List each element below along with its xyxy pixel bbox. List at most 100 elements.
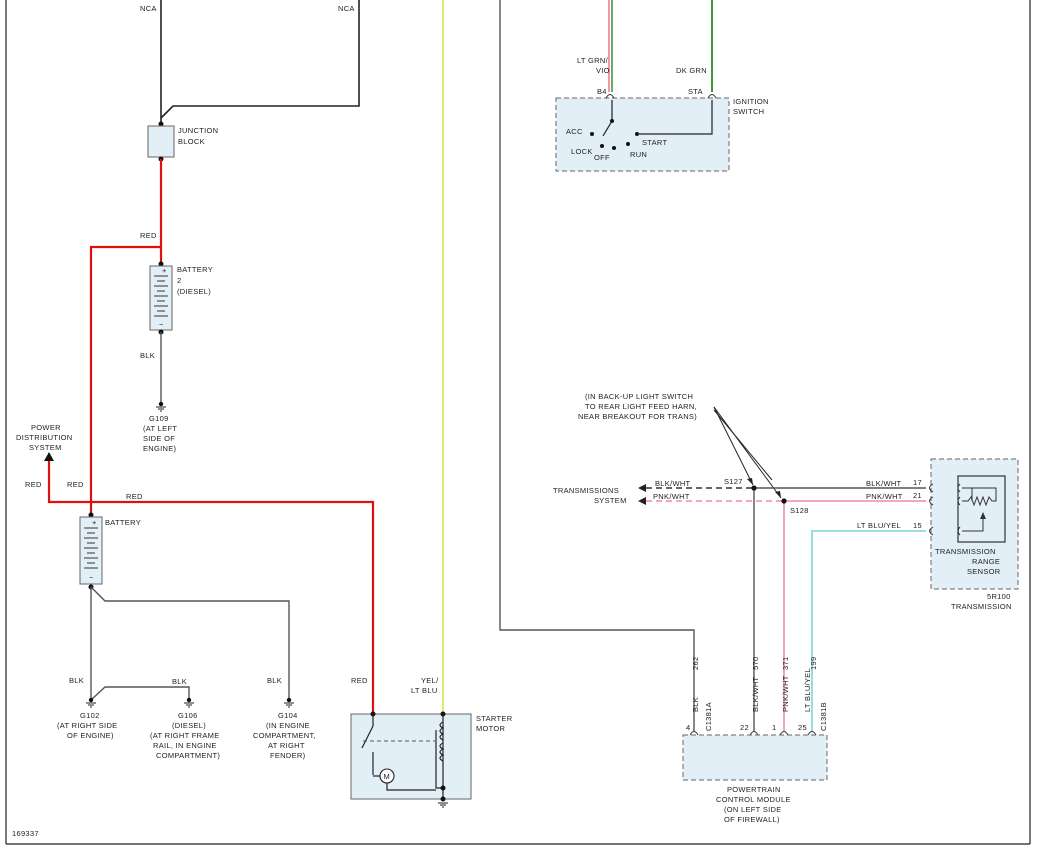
nca-right-label: NCA — [338, 4, 355, 13]
blk-wire-262 — [499, 0, 695, 731]
starter-motor — [350, 713, 472, 800]
g109-label-4: ENGINE) — [143, 444, 177, 453]
battery2-label-1: BATTERY — [177, 265, 213, 274]
circuit-262-label: 262 — [691, 657, 700, 670]
g104-label-3: COMPARTMENT, — [253, 731, 316, 740]
transmission-range-sensor — [957, 475, 1006, 543]
battery2-label-2: 2 — [177, 276, 181, 285]
blk-g104-label: BLK — [267, 676, 282, 685]
nca-wires — [158, 0, 360, 127]
g104-ground-icon — [284, 697, 294, 708]
g109-ground-icon — [156, 401, 166, 412]
v-c1381b-label: C1381B — [819, 702, 828, 731]
trs-label-3: SENSOR — [967, 567, 1001, 576]
g109-label-2: (AT LEFT — [143, 424, 177, 433]
pds-label-3: SYSTEM — [29, 443, 62, 452]
s128-label: S128 — [790, 506, 809, 515]
v-blkwht-label: BLK/WHT — [751, 676, 760, 712]
diagram-frame — [5, 0, 1031, 845]
note-label-2: TO REAR LIGHT FEED HARN, — [585, 402, 697, 411]
battery-icon: + − — [79, 516, 103, 585]
pin1-label: 1 — [772, 723, 776, 732]
g104-label-1: G104 — [278, 711, 298, 720]
g104-label-4: AT RIGHT — [268, 741, 305, 750]
connector-icon — [605, 94, 717, 99]
starter-label-2: MOTOR — [476, 724, 506, 733]
yel-ltblu-label-2: LT BLU — [411, 686, 438, 695]
g106-label-2: (DIESEL) — [172, 721, 206, 730]
svg-text:−: − — [159, 320, 164, 329]
motor-m-label: M — [384, 772, 391, 781]
circuit-570-label: 570 — [751, 657, 760, 670]
ltgrn-vio-label-2: VIO — [596, 66, 610, 75]
red-b-label: RED — [67, 480, 84, 489]
battery2-label-3: (DIESEL) — [177, 287, 211, 296]
g104-label-5: FENDER) — [270, 751, 306, 760]
lock-label: LOCK — [571, 147, 593, 156]
ltgrn-vio-label-1: LT GRN/ — [577, 56, 609, 65]
note-label-3: NEAR BREAKOUT FOR TRANS) — [578, 412, 697, 421]
pcm-label-2: CONTROL MODULE — [716, 795, 791, 804]
red-wire-battery2-battery — [89, 245, 161, 515]
pin22-label: 22 — [740, 723, 749, 732]
svg-text:−: − — [89, 573, 94, 582]
trans-sys-label-2: SYSTEM — [594, 496, 627, 505]
v-pnkwht-label: PNK/WHT — [781, 675, 790, 712]
pcm-label-3: (ON LEFT SIDE — [724, 805, 782, 814]
g109-label-1: G109 — [149, 414, 169, 423]
pin4-label: 4 — [686, 723, 690, 732]
pcm-label-4: OF FIREWALL) — [724, 815, 780, 824]
relay-coil-icon — [361, 714, 445, 799]
arrow-left-icon — [638, 484, 646, 505]
motor-icon: M — [373, 768, 436, 791]
trans-sys-label-1: TRANSMISSIONS — [553, 486, 619, 495]
red-wire-label-1: RED — [140, 231, 157, 240]
v-blk-label: BLK — [691, 697, 700, 712]
v-c1381a-label: C1381A — [704, 702, 713, 731]
red-wire-battery-starter — [91, 500, 375, 714]
pin21-label: 21 — [913, 491, 922, 500]
nca-left-label: NCA — [140, 4, 157, 13]
blk-wire-g106 — [90, 686, 190, 701]
junction-block-label-1: JUNCTION — [178, 126, 218, 135]
trans-label-2: TRANSMISSION — [951, 602, 1012, 611]
g106-label-5: COMPARTMENT) — [156, 751, 220, 760]
note-label-1: (IN BACK-UP LIGHT SWITCH — [585, 392, 693, 401]
run-label: RUN — [630, 150, 647, 159]
red-c-label: RED — [126, 492, 143, 501]
blk-b2-label: BLK — [140, 351, 155, 360]
pds-label-2: DISTRIBUTION — [16, 433, 73, 442]
g109-label-3: SIDE OF — [143, 434, 175, 443]
blk-wire-g104 — [90, 586, 290, 700]
red-starter-label: RED — [351, 676, 368, 685]
starter-label-1: STARTER — [476, 714, 513, 723]
trans-label-1: 5R100 — [987, 592, 1011, 601]
svg-text:+: + — [92, 518, 97, 527]
pin15-label: 15 — [913, 521, 922, 530]
arrow-up-icon — [44, 452, 54, 461]
pin25-label: 25 — [798, 723, 807, 732]
g106-label-1: G106 — [178, 711, 198, 720]
ignition-label-2: SWITCH — [733, 107, 764, 116]
g102-label-2: (AT RIGHT SIDE — [57, 721, 117, 730]
s127-label: S127 — [724, 477, 743, 486]
blk-g102-label: BLK — [69, 676, 84, 685]
red-a-label: RED — [25, 480, 42, 489]
battery2-icon: + − — [149, 265, 173, 331]
starter-ground-icon — [438, 802, 448, 808]
svg-text:+: + — [162, 266, 167, 275]
powertrain-control-module — [682, 734, 828, 781]
junction-block-label-2: BLOCK — [178, 137, 205, 146]
blk-wht-left-label: BLK/WHT — [655, 479, 691, 488]
battery-label: BATTERY — [105, 518, 141, 527]
g106-ground-icon — [184, 697, 194, 708]
trs-connector-icon — [929, 483, 934, 536]
v-ltbluyel-label: LT BLU/YEL — [803, 668, 812, 712]
pcm-vertical-labels: 262 570 371 199 BLK C1381A BLK/WHT PNK/W… — [691, 657, 828, 731]
diagram-id: 169337 — [12, 829, 39, 838]
dk-grn-label: DK GRN — [676, 66, 707, 75]
g106-label-3: (AT RIGHT FRAME — [150, 731, 220, 740]
red-wire-pds — [47, 461, 91, 504]
yel-ltblu-label-1: YEL/ — [421, 676, 439, 685]
trs-label-1: TRANSMISSION — [935, 547, 996, 556]
